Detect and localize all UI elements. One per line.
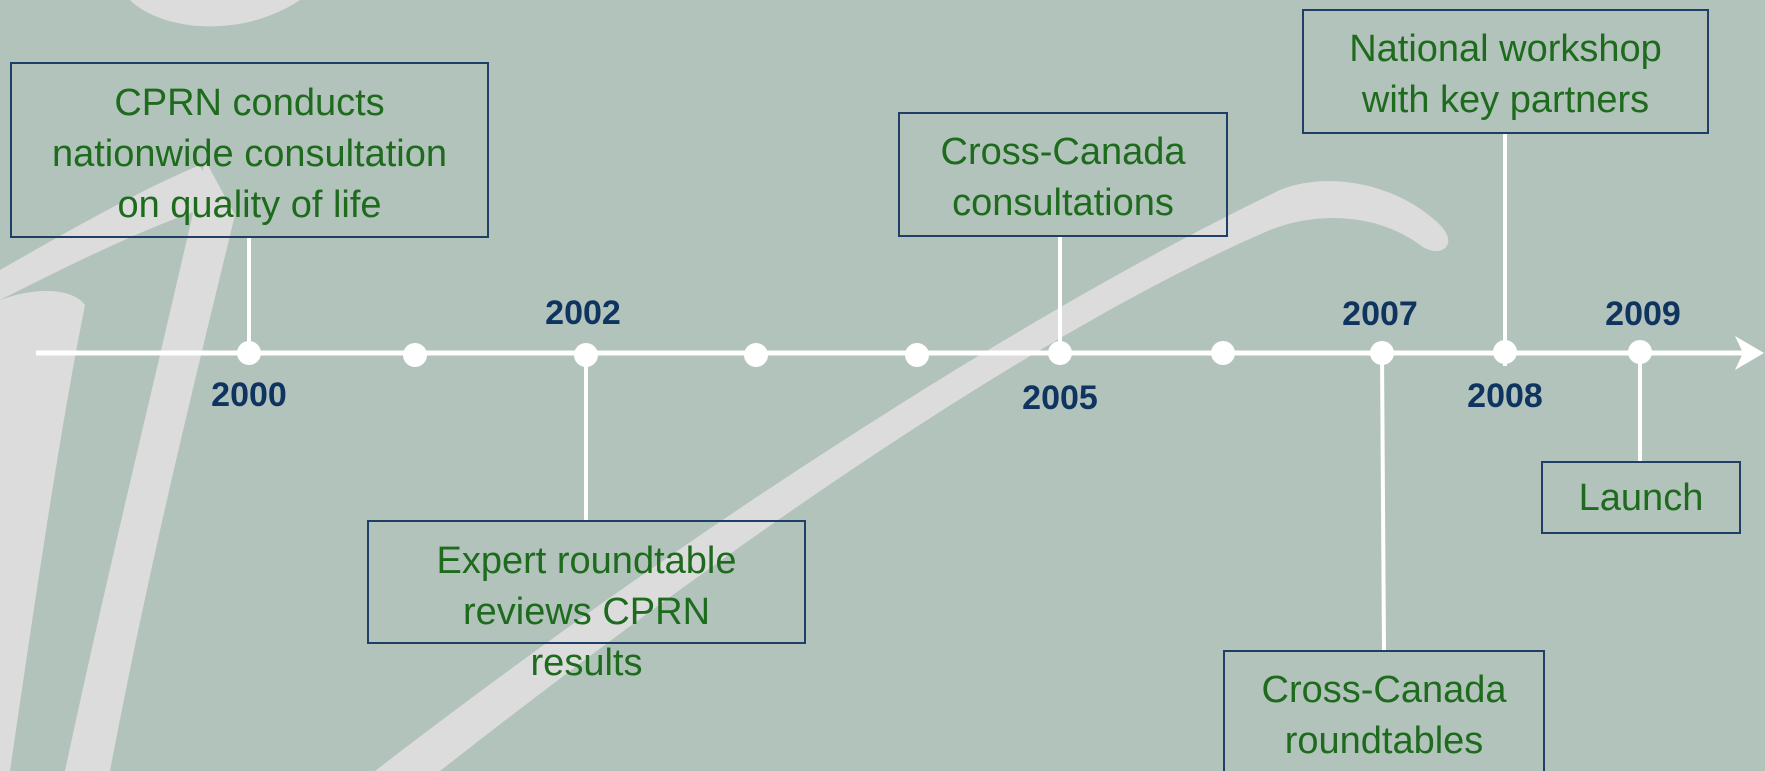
year-label-2009: 2009 — [1605, 295, 1681, 333]
year-dot-2008 — [1493, 340, 1517, 364]
event-text: Cross-Canada consultations — [940, 131, 1186, 224]
year-dot-2000 — [237, 341, 261, 365]
event-text: Expert roundtable reviews CPRN results — [436, 540, 737, 684]
event-box-2007: Cross-Canada roundtables — [1223, 650, 1545, 771]
year-dot-2004 — [905, 343, 929, 367]
year-dot-2003 — [744, 343, 768, 367]
logo-stroke-shape — [65, 160, 235, 771]
year-dot-2005 — [1048, 341, 1072, 365]
year-label-2007: 2007 — [1342, 295, 1418, 333]
year-label-2002: 2002 — [545, 294, 621, 332]
logo-dot-shape — [130, 0, 300, 27]
year-dot-2009 — [1628, 340, 1652, 364]
event-box-2005: Cross-Canada consultations — [898, 112, 1228, 237]
year-label-2005: 2005 — [1022, 379, 1098, 417]
year-dot-2002 — [574, 343, 598, 367]
logo-swoosh-shape — [375, 181, 1449, 771]
logo-arm-shape — [0, 165, 215, 300]
year-dot-2001 — [403, 343, 427, 367]
event-text: CPRN conducts nationwide consultation on… — [51, 82, 448, 226]
year-dot-2007 — [1370, 341, 1394, 365]
event-box-2008: National workshop with key partners — [1302, 9, 1709, 134]
connector-line — [1380, 352, 1386, 653]
year-label-2000: 2000 — [211, 376, 287, 414]
arrow-head-icon — [1735, 336, 1764, 370]
event-box-2002: Expert roundtable reviews CPRN results — [367, 520, 806, 684]
logo-stem-shape — [0, 290, 85, 771]
year-dot-2006 — [1211, 341, 1235, 365]
event-text: National workshop with key partners — [1349, 28, 1662, 121]
year-label-2008: 2008 — [1467, 377, 1543, 415]
event-box-2000: CPRN conducts nationwide consultation on… — [10, 62, 489, 238]
event-text: Launch — [1578, 477, 1704, 519]
event-box-2009: Launch — [1541, 461, 1741, 534]
event-text: Cross-Canada roundtables — [1261, 669, 1507, 762]
